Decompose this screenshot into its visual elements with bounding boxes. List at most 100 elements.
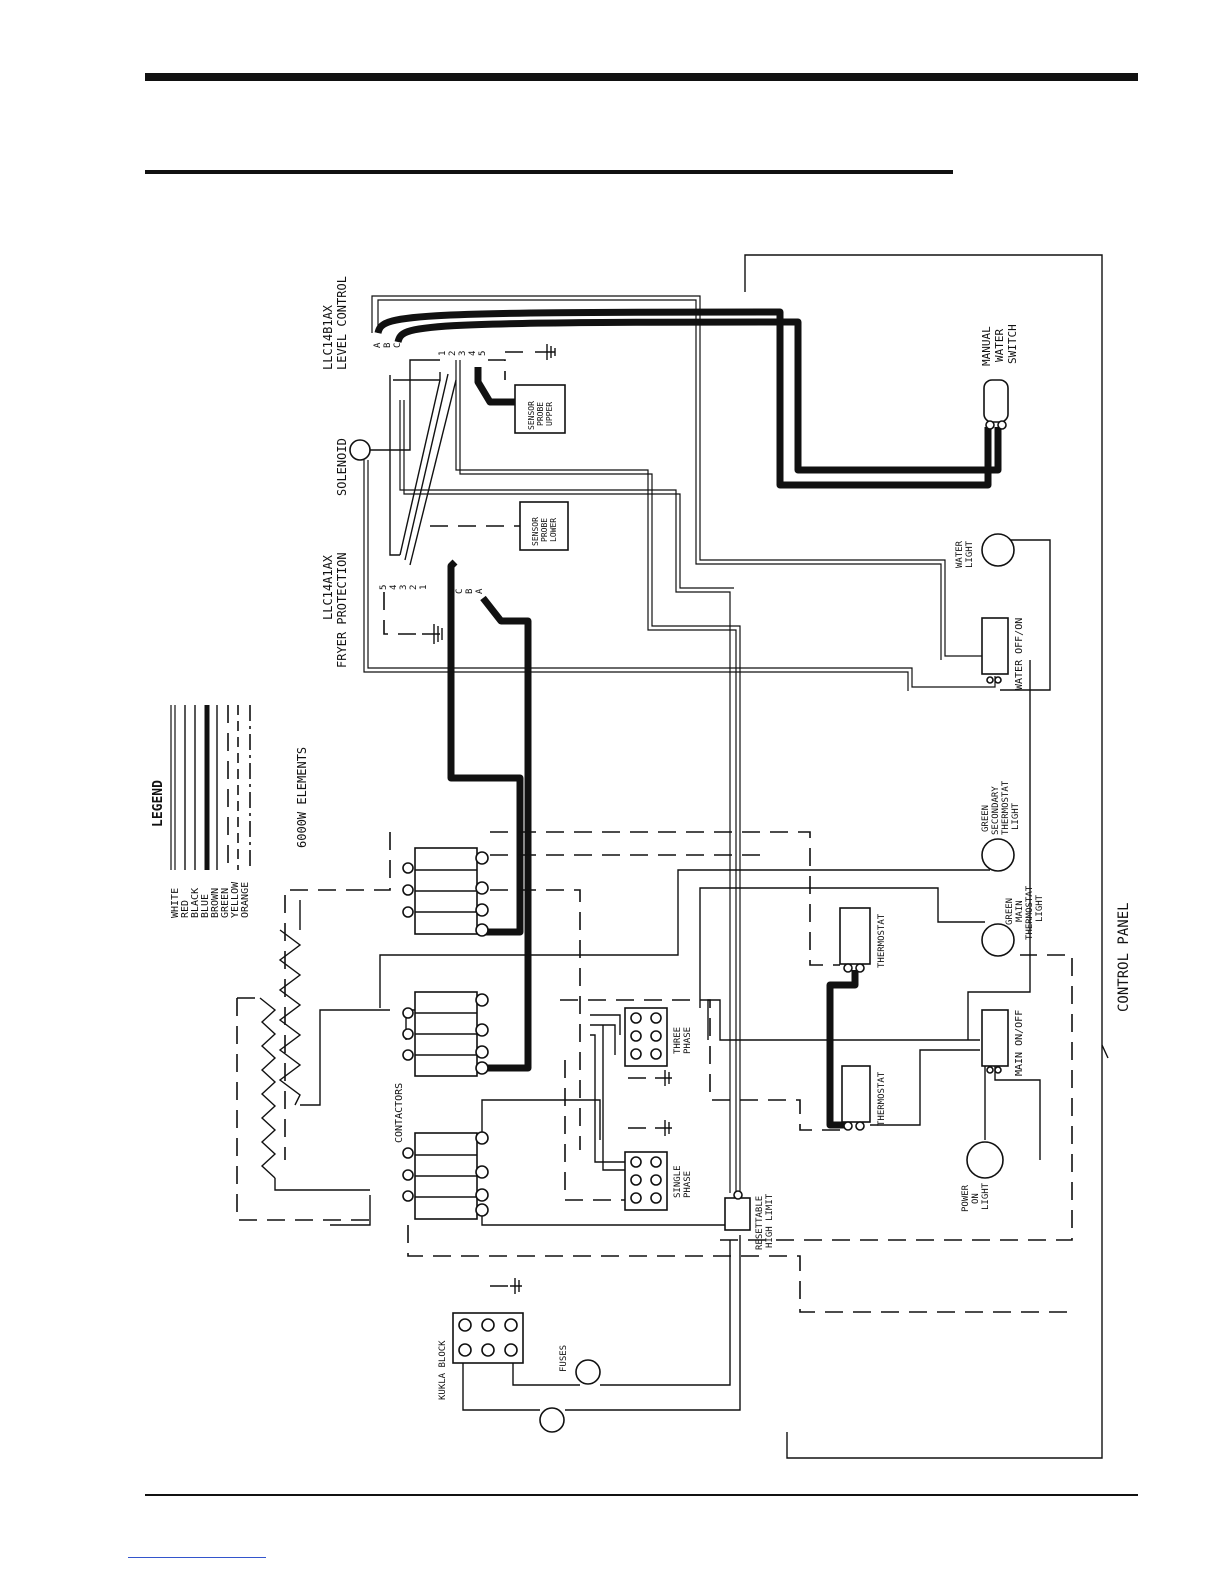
level-cross-2 xyxy=(399,379,441,556)
green-secondary-label-1: GREEN xyxy=(981,805,991,832)
three-phase-label-1: THREE xyxy=(673,1027,683,1054)
level-bracket xyxy=(393,372,441,381)
manual-water-switch-body xyxy=(983,379,1009,430)
main-on-off-label: MAIN ON/OFF xyxy=(1014,1010,1025,1076)
footer-rule xyxy=(145,1494,1138,1496)
single-phase-wire-a xyxy=(590,1034,625,1163)
legend-item-black: BLACK xyxy=(190,888,201,918)
level-terminal-a: A xyxy=(373,342,383,348)
kukla-to-high-limit xyxy=(462,1235,741,1411)
green-main-label-3: THERMOSTAT xyxy=(1025,885,1035,940)
contactor-2 xyxy=(402,991,489,1077)
fuses-label: FUSES xyxy=(559,1345,569,1372)
fryer-a-to-contactor xyxy=(480,595,532,1072)
manual-switch-wire-a xyxy=(374,308,992,489)
single-phase-label-1: SINGLE xyxy=(673,1165,683,1198)
three-phase-label-2: PHASE xyxy=(683,1027,693,1054)
thermostat-main-light-wire xyxy=(699,887,985,1008)
contactor-rows xyxy=(330,1195,371,1226)
contactor-top-wire xyxy=(379,869,990,1008)
control-panel-label: CONTROL PANEL xyxy=(1116,902,1132,1012)
fryer-terminal-5: 5 xyxy=(379,585,389,590)
fryer-terminal-b: B xyxy=(465,589,475,594)
secondary-thermostat-light-lamp xyxy=(981,838,1015,872)
water-light-loop xyxy=(1000,539,1051,691)
header-rule-thin xyxy=(145,170,953,174)
water-light-label-2: LIGHT xyxy=(965,540,975,568)
three-phase-block xyxy=(624,1007,668,1067)
elements-label: 6000W ELEMENTS xyxy=(295,747,309,848)
level-cross-4 xyxy=(409,379,457,566)
main-thermostat xyxy=(841,1065,871,1131)
element-coil-a xyxy=(278,929,302,1106)
manual-water-switch-label-2: WATER xyxy=(993,329,1006,362)
level-to-high-limit-a xyxy=(455,360,741,1193)
main-on-off-switch xyxy=(981,1009,1009,1074)
three-phase-wire-a xyxy=(590,1014,621,1035)
resettable-label-2: HIGH LIMIT xyxy=(765,1193,775,1248)
level-control-label-2: LEVEL CONTROL xyxy=(335,276,349,370)
power-on-label-1: POWER xyxy=(961,1184,971,1212)
solenoid-lamp xyxy=(349,439,371,461)
fuse-lamp xyxy=(575,1359,601,1385)
sensor-lower-label-1: SENSOR xyxy=(531,517,540,546)
fryer-protection-label-1: LLC14A1AX xyxy=(321,554,335,620)
power-on-label-3: LIGHT xyxy=(981,1182,991,1210)
contactor-3 xyxy=(402,1131,489,1220)
level-terminal-b: B xyxy=(383,343,393,348)
legend: LEGEND WHITE RED BLACK BLUE BROWN GREEN … xyxy=(151,705,251,918)
fryer-terminal-a: A xyxy=(475,588,485,594)
green-main-label-4: LIGHT xyxy=(1035,894,1045,922)
thermostat-to-thermostat xyxy=(826,970,859,1129)
single-phase-block xyxy=(624,1151,668,1211)
contactor-bottom-wire-2 xyxy=(481,1210,731,1226)
fryer-terminal-3: 3 xyxy=(399,585,409,590)
element-coil-wires xyxy=(274,900,390,1191)
single-phase-ground-symbol xyxy=(655,1120,672,1136)
legend-item-yellow: YELLOW xyxy=(230,881,241,918)
legend-title: LEGEND xyxy=(151,780,166,827)
element-coil-b xyxy=(259,997,277,1179)
element-dashed-top xyxy=(284,832,391,1160)
green-secondary-label-4: LIGHT xyxy=(1011,802,1021,830)
water-off-on-switch xyxy=(981,617,1009,684)
solenoid-feed xyxy=(370,359,440,451)
main-to-panel xyxy=(994,1065,1041,1160)
legend-item-orange: ORANGE xyxy=(240,882,251,918)
level-terminal-4: 4 xyxy=(468,351,478,356)
green-secondary-label-2: SECONDARY xyxy=(991,786,1001,835)
level-cross-3 xyxy=(404,373,449,561)
sensor-probe-lower-box xyxy=(519,501,569,551)
power-on-light-lamp xyxy=(966,1141,1004,1179)
footer-link-underline xyxy=(128,1557,266,1558)
single-phase-wire-b xyxy=(602,1025,625,1171)
control-panel-pointer xyxy=(1101,1044,1109,1059)
sensor-upper-label-2: PROBE xyxy=(536,402,545,426)
sensor-upper-wire xyxy=(474,367,515,406)
contactors-label: CONTACTORS xyxy=(394,1083,405,1143)
kukla-ground-symbol xyxy=(510,1278,522,1294)
sensor-lower-label-3: LOWER xyxy=(549,518,558,542)
thermostat-label-secondary: THERMOSTAT xyxy=(877,913,887,968)
fryer-terminal-2: 2 xyxy=(409,585,419,590)
sensor-upper-label-3: UPPER xyxy=(545,402,554,426)
kukla-block xyxy=(452,1312,524,1364)
green-main-label-2: MAIN xyxy=(1015,900,1025,922)
sensor-probe-upper-box xyxy=(514,384,566,434)
resettable-label-1: RESETTABLE xyxy=(755,1196,765,1250)
manual-water-switch-label-1: MANUAL xyxy=(980,326,993,366)
manual-water-switch-label-3: SWITCH xyxy=(1006,324,1019,364)
dashed-elements-left xyxy=(236,998,370,1221)
dashed-main-panel xyxy=(720,954,1073,1241)
water-off-on-label: WATER OFF/ON xyxy=(1014,618,1025,690)
green-main-label-1: GREEN xyxy=(1005,898,1015,925)
three-phase-ground-symbol xyxy=(655,1070,672,1086)
element-dashed-right xyxy=(490,889,581,1150)
level-control-return-loop xyxy=(371,295,990,660)
ground-level-control xyxy=(535,344,556,360)
level-terminal-5: 5 xyxy=(478,351,488,356)
dashed-single-link xyxy=(564,1060,625,1201)
level-cross-1 xyxy=(389,375,400,556)
level-terminal-2: 2 xyxy=(448,351,458,356)
